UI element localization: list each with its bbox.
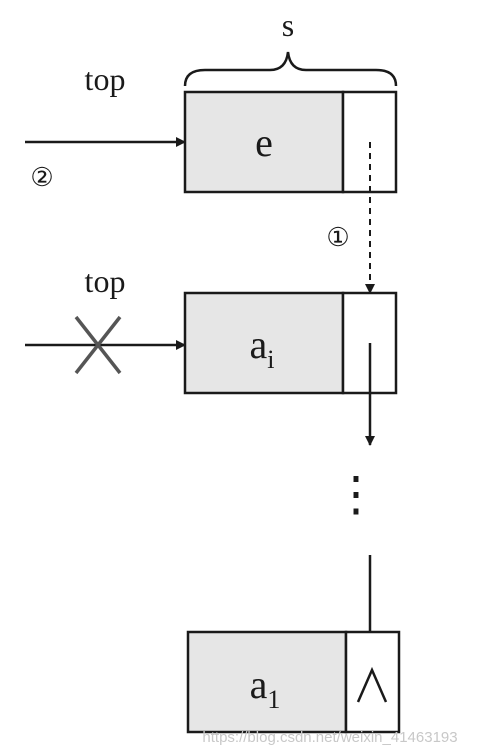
node-ai-data-cell [183, 291, 345, 395]
node-ai-letter: a [250, 322, 268, 367]
node-e: e [183, 90, 398, 194]
node-a1-subscript: 1 [267, 685, 280, 714]
label-top-old: top [85, 263, 126, 299]
step-one-label: ① [326, 223, 349, 252]
node-a1-letter: a [250, 662, 268, 707]
node-e-value: e [255, 120, 273, 165]
step-two-label: ② [30, 163, 53, 192]
watermark: https://blog.csdn.net/weixin_41463193 [202, 729, 457, 746]
node-ai-value: ai [250, 322, 275, 374]
node-ai-subscript: i [267, 345, 274, 374]
null-caret-icon [356, 666, 388, 703]
label-s: s [282, 7, 294, 43]
node-a1-data-cell [186, 630, 348, 734]
node-a1-next-cell [344, 630, 401, 734]
ellipsis: ⋮ [332, 468, 380, 521]
label-top-new: top [85, 61, 126, 97]
brace [183, 51, 398, 87]
node-a1: a1 [186, 630, 401, 734]
node-ai: ai [183, 291, 398, 395]
cross-icon [74, 315, 122, 375]
node-a1-value: a1 [250, 662, 281, 714]
